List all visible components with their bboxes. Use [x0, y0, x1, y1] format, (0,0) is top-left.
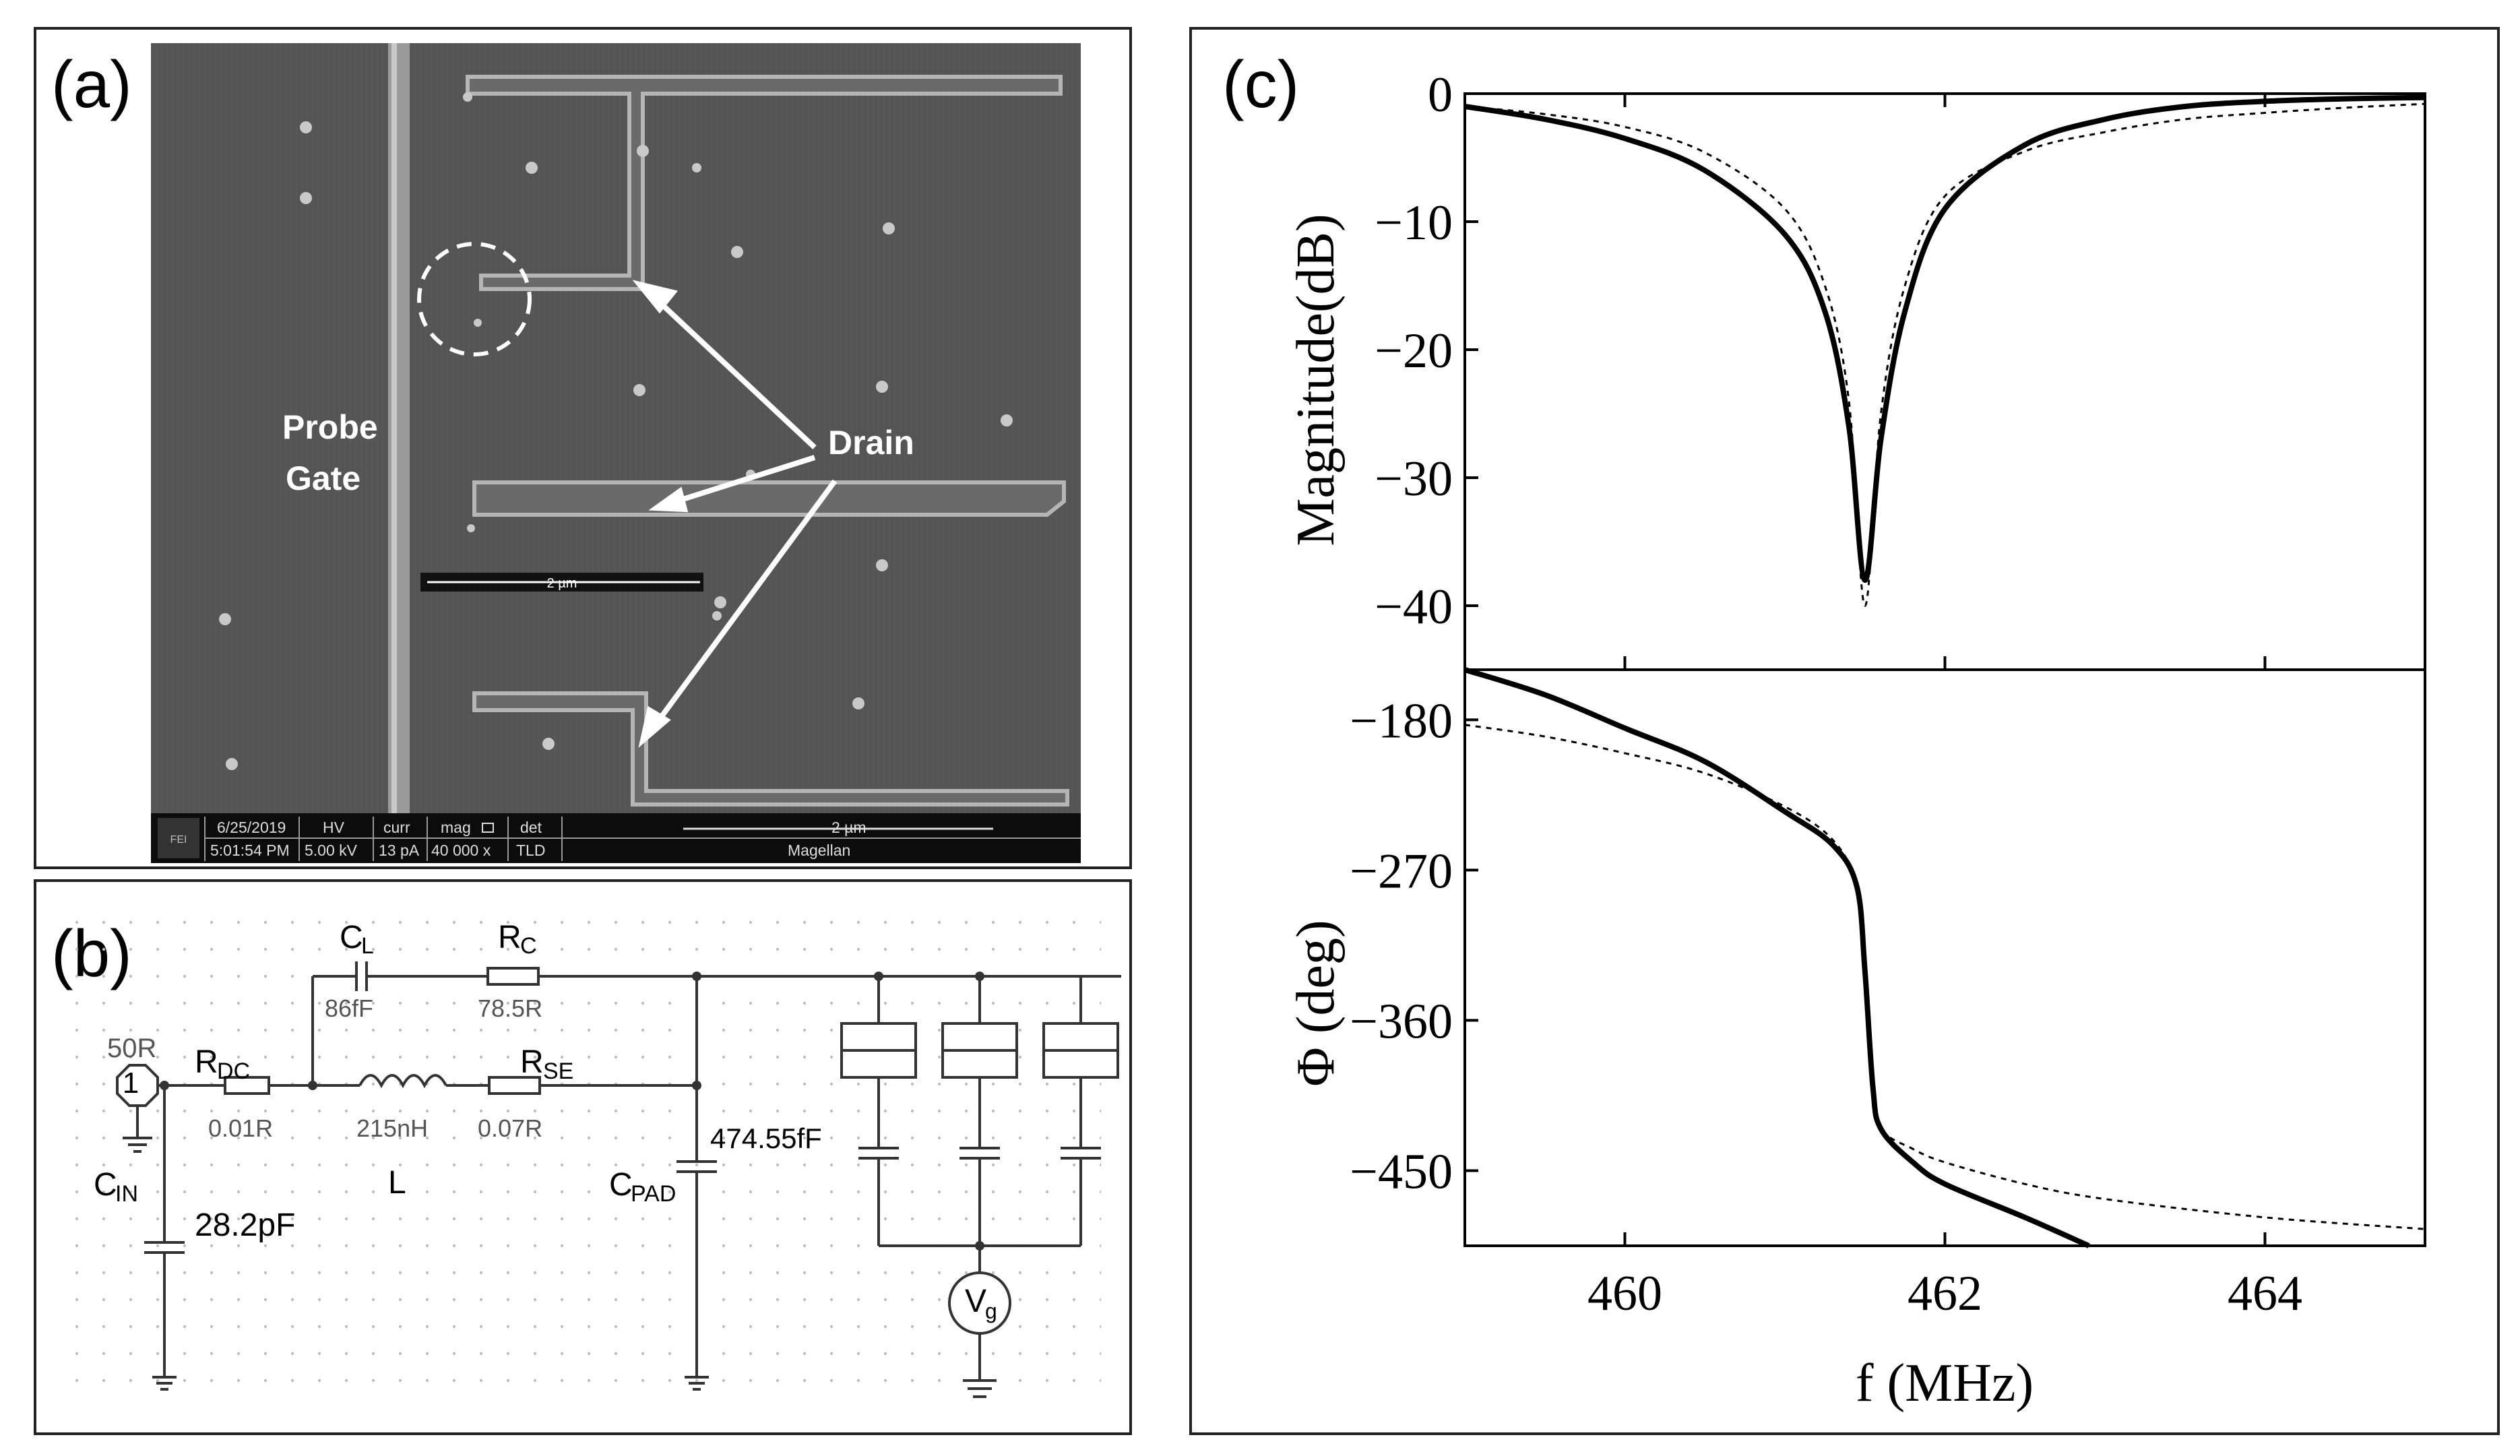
probe-label-2: Gate	[286, 460, 360, 497]
vg-label: V	[965, 1284, 986, 1319]
panel-a: (a)	[34, 27, 1132, 869]
panel-b: (b)	[34, 879, 1132, 1435]
magnitude-fit-dashed-line	[1464, 102, 2426, 607]
info-det-value: TLD	[516, 842, 545, 859]
rse-value: 0.07R	[478, 1114, 542, 1142]
ytick-bottom: −180	[1350, 693, 1453, 749]
info-curr-header: curr	[383, 819, 410, 836]
fei-logo: FEI	[170, 834, 187, 846]
ytick-top: −10	[1375, 195, 1453, 251]
cpad-sub: PAD	[631, 1181, 676, 1207]
info-instrument: Magellan	[788, 842, 850, 859]
panel-c: (c) 0 −10 −20 −30 −40 −180 −270 −360 −45…	[1189, 27, 2500, 1435]
bode-plot: 0 −10 −20 −30 −40 −180 −270 −360 −450 46…	[1286, 67, 2426, 1413]
drain-electrode-top	[466, 75, 1063, 291]
drain-arrows	[632, 280, 838, 748]
info-mag-value: 40 000 x	[431, 842, 491, 859]
port-number: 1	[123, 1067, 139, 1100]
cin-value: 28.2pF	[195, 1207, 295, 1243]
xtick: 462	[1908, 1266, 1982, 1321]
x-axis-label: f (MHz)	[1856, 1354, 2034, 1413]
xtick: 464	[2228, 1266, 2302, 1321]
circuit-wires	[116, 961, 1121, 1398]
y-axis-label-magnitude: Magnitude(dB)	[1286, 214, 1346, 546]
cin-label: C	[94, 1167, 117, 1203]
rc-label: R	[498, 920, 522, 955]
highlight-circle	[417, 242, 532, 356]
rse-sub: SE	[543, 1058, 573, 1084]
sem-background	[151, 43, 1081, 818]
drain-electrode-middle	[472, 480, 1066, 517]
rc-value: 78.5R	[478, 994, 542, 1022]
rdc-sub: DC	[217, 1058, 250, 1084]
info-hv-value: 5.00 kV	[305, 842, 358, 859]
rdc-value: 0.01R	[208, 1114, 273, 1142]
info-scale-label: 2 µm	[831, 819, 867, 836]
sem-info-bar: FEI 6/25/2019 5:01:54 PM HV 5.00 kV curr…	[151, 813, 1081, 863]
info-date-value: 5:01:54 PM	[210, 842, 290, 859]
y-axis-label-phase: Φ (deg)	[1286, 920, 1346, 1086]
xtick: 460	[1587, 1266, 1662, 1321]
cl-sub: L	[361, 933, 374, 959]
sem-image: Probe Gate Drain 2 µm FEI 6/25/2019 5:01…	[151, 43, 1081, 863]
panel-c-label: (c)	[1222, 47, 1300, 121]
cpad-value: 474.55fF	[710, 1122, 822, 1154]
info-hv-header: HV	[323, 819, 345, 836]
l-label: L	[388, 1165, 406, 1201]
scale-bar-label: 2 µm	[547, 576, 577, 591]
rc-sub: C	[520, 933, 537, 959]
magnitude-measured-line	[1464, 94, 2426, 583]
info-mag-header: mag	[441, 819, 471, 836]
circuit-schematic: 1 50R R DC 0.01R C L 86fF R C 78.5R 215n…	[70, 916, 1121, 1401]
rdc-label: R	[195, 1044, 218, 1080]
mag-box-icon	[482, 823, 494, 833]
probe-gate-line	[388, 43, 410, 818]
ytick-top: −30	[1375, 451, 1453, 507]
schematic-grid	[70, 916, 1101, 1401]
panel-a-label: (a)	[51, 47, 132, 121]
l-value: 215nH	[356, 1114, 428, 1142]
info-det-header: det	[520, 819, 542, 836]
rse-label: R	[520, 1044, 544, 1080]
junction-dots	[160, 972, 984, 1251]
port-impedance: 50R	[107, 1034, 156, 1063]
info-date-header: 6/25/2019	[217, 819, 286, 836]
ytick-top: −20	[1375, 323, 1453, 379]
probe-label-1: Probe	[282, 408, 378, 446]
ytick-bottom: −270	[1350, 844, 1453, 899]
ytick-top: −40	[1375, 579, 1453, 635]
particles	[219, 92, 1013, 770]
drain-label: Drain	[828, 424, 914, 462]
cl-label: C	[340, 920, 363, 955]
cpad-label: C	[609, 1167, 633, 1203]
cin-sub: IN	[115, 1181, 138, 1207]
phase-measured-line	[1463, 667, 2090, 1248]
ytick-bottom: −450	[1350, 1144, 1453, 1199]
cl-value: 86fF	[325, 994, 373, 1022]
phase-fit-dashed-line	[1464, 724, 2426, 1230]
ytick-top: 0	[1428, 67, 1453, 123]
vg-sub: g	[985, 1299, 997, 1323]
info-curr-value: 13 pA	[379, 842, 420, 859]
ytick-bottom: −360	[1350, 994, 1453, 1049]
